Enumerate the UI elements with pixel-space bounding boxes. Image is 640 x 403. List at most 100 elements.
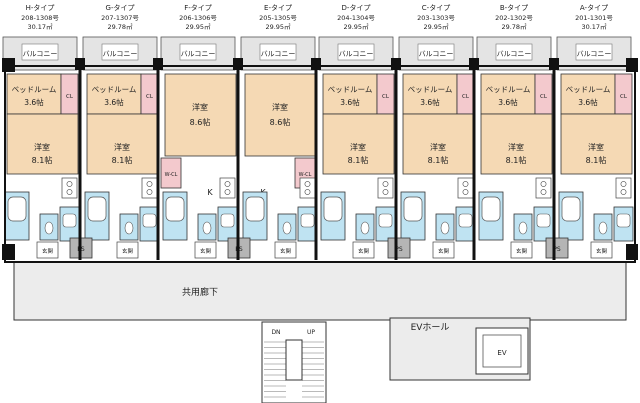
entrance-label: 玄関 [516,247,528,255]
stove-burner [462,189,469,195]
balcony-label: バルコニー [419,50,454,58]
kitchen-counter [615,177,632,199]
stove-burner [382,189,389,195]
entrance-label: 玄関 [358,247,370,255]
toilet-bowl [440,221,450,235]
unit-area-label: 29.95㎡ [265,22,291,31]
unit-area-label: 30.17㎡ [581,22,607,31]
main-room [164,73,237,157]
entrance [274,241,297,259]
walk-in-closet [160,157,182,189]
bedroom [480,73,536,115]
main-room-size-label: 8.6帖 [190,117,211,127]
unit-d: D-タイプ204-1304号29.95㎡バルコニーベッドルーム3.6帖CL洋室8… [318,3,396,259]
main-room-label: 洋室 [588,142,604,152]
main-room-size-label: 8.1帖 [506,155,527,165]
balcony-label-box [495,43,533,61]
pipe-shaft-label: PS [395,246,403,253]
stove-burner [66,189,73,195]
unit-number-label: 202-1302号 [495,14,533,22]
stove-burner [382,181,389,187]
unit-number-label: 204-1304号 [337,14,375,22]
stove-burner [462,181,469,187]
unit-number-label: 203-1303号 [417,14,455,22]
main-room [322,113,395,175]
bottom-pillar-right [626,244,638,260]
stove-burner [540,189,547,195]
washbasin [536,213,551,228]
entrance [194,241,217,259]
balcony-label-box [259,43,297,61]
balcony-label: バルコニー [577,50,612,58]
kitchen-counter [457,177,474,199]
main-room-size-label: 8.1帖 [112,155,133,165]
kitchen-label: K [207,188,213,197]
washbasin [378,213,393,228]
entrance-label: 玄関 [122,247,134,255]
closet-label: CL [462,94,470,100]
stove-burner [224,189,231,195]
kitchen-counter [219,177,236,199]
bedroom [6,73,62,115]
main-room-label: 洋室 [34,142,50,152]
structural-pillar [391,58,401,70]
stove-burner [146,189,153,195]
unit-h: H-タイプ208-1308号30.17㎡バルコニーベッドルーム3.6帖CL洋室8… [2,3,80,259]
entrance-label: 玄関 [438,247,450,255]
bedroom-label: ベッドルーム [566,85,611,94]
kitchen-counter [299,177,316,199]
bathtub [481,196,501,222]
unit-area-label: 29.78㎡ [107,22,133,31]
bathtub [245,196,265,222]
washbasin [458,213,473,228]
stair-dn-label: DN [271,329,280,336]
bedroom [402,73,458,115]
bedroom-label: ベッドルーム [92,85,137,94]
unit-area-label: 29.78㎡ [501,22,527,31]
balcony-label: バルコニー [339,50,374,58]
corner-pillar-right [626,58,638,72]
unit-type-label: F-タイプ [184,3,212,12]
toilet-bowl [360,221,370,235]
balcony-label-box [101,43,139,61]
main-room-label: 洋室 [508,142,524,152]
party-wall [552,66,556,260]
bathtub [165,196,185,222]
structural-pillar [311,58,321,70]
unit-number-label: 208-1308号 [21,14,59,22]
bathtub [403,196,423,222]
staircase: DN UP [261,321,327,403]
bedroom-size-label: 3.6帖 [578,97,598,107]
stove-burner [146,181,153,187]
unit-number-label: 201-1301号 [575,14,613,22]
main-room [402,113,475,175]
closet-label: CL [146,94,154,100]
closet-label: CL [382,94,390,100]
entrance [352,241,375,259]
entrance [590,241,613,259]
ev-hall-label: EVホール [411,322,450,333]
balcony [160,36,236,71]
bathtub [87,196,107,222]
party-wall [78,66,82,260]
unit-number-label: 205-1305号 [259,14,297,22]
washbasin [62,213,77,228]
bedroom [560,73,616,115]
bedroom-label: ベッドルーム [486,85,531,94]
main-room [560,113,633,175]
main-room-label: 洋室 [430,142,446,152]
kitchen-counter [535,177,552,199]
unit-type-label: G-タイプ [106,3,135,12]
balcony-label: バルコニー [103,50,138,58]
balcony-label: バルコニー [261,50,296,58]
entrance [36,241,59,259]
bedroom-label: ベッドルーム [408,85,453,94]
toilet-bowl [124,221,134,235]
stove-burner [304,181,311,187]
bedroom-size-label: 3.6帖 [498,97,518,107]
toilet-bowl [202,221,212,235]
bedroom [86,73,142,115]
bathtub [561,196,581,222]
